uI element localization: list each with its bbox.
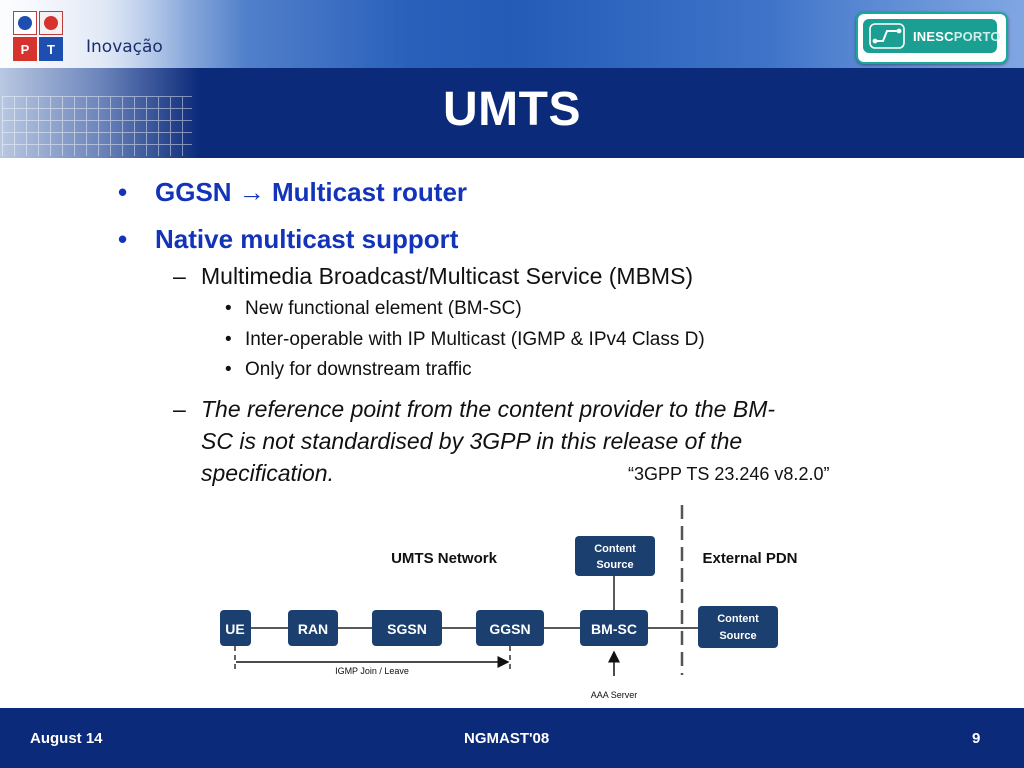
node-bm-sc: BM-SC [580,610,648,646]
node-content-source-top: Content Source [575,536,655,576]
umts-network-label: UMTS Network [391,550,498,567]
bullet-marker: • [225,359,232,380]
node-ue: UE [220,610,251,646]
node-sgsn: SGSN [372,610,442,646]
sub-bullet-mbms: Multimedia Broadcast/Multicast Service (… [201,263,694,289]
pt-logo-letter-t: T [39,37,63,61]
quote-source: “3GPP TS 23.246 v8.2.0” [628,464,830,484]
slide-title: UMTS [443,83,581,136]
svg-text:Source: Source [596,559,633,571]
bullet-marker: • [225,329,232,350]
svg-text:Content: Content [717,613,759,625]
bullet-marker: • [118,224,128,254]
quote-line: The reference point from the content pro… [201,396,776,422]
bullet-marker: • [225,298,232,319]
svg-text:RAN: RAN [298,621,328,637]
pt-logo-blue-dot [13,11,37,35]
svg-text:SGSN: SGSN [387,621,427,637]
title-band [0,68,1024,158]
dash-marker: – [173,263,186,289]
bullet-marker: • [118,177,128,207]
header-top-gradient [0,0,1024,70]
pt-logo-red-dot [39,11,63,35]
footer-date: August 14 [30,730,103,747]
node-content-source-right: Content Source [698,606,778,648]
svg-text:GGSN: GGSN [489,621,530,637]
inesc-porto-wordmark: INESCPORTO® [913,29,1007,44]
circuit-icon [869,23,905,49]
pt-logo-letter-p: P [13,37,37,61]
sub-sub-bullet: New functional element (BM-SC) [245,298,522,319]
slide-header: P T Inovação INESCPORTO® UMTS [0,0,1024,158]
svg-text:Source: Source [719,630,756,642]
sub-sub-bullet: Only for downstream traffic [245,359,472,380]
footer-page-number: 9 [972,730,981,747]
node-ggsn: GGSN [476,610,544,646]
bullet-ggsn: GGSN → Multicast router [155,177,468,207]
mbms-architecture-diagram: UMTS Network External PDN UE RAN SGSN GG… [220,505,798,700]
svg-text:BM-SC: BM-SC [591,621,637,637]
slide-footer: August 14 NGMAST'08 9 [0,708,1024,768]
dash-marker: – [173,396,186,422]
quote-line: SC is not standardised by 3GPP in this r… [201,428,743,454]
svg-text:Content: Content [594,543,636,555]
igmp-label: IGMP Join / Leave [335,666,409,676]
external-pdn-label: External PDN [702,550,797,567]
bullet-native-multicast: Native multicast support [155,224,459,254]
brand-text: Inovação [86,37,163,57]
inesc-porto-logo: INESCPORTO® [856,12,1008,64]
grid-decoration [2,96,192,156]
svg-text:UE: UE [225,621,244,637]
sub-sub-bullet: Inter-operable with IP Multicast (IGMP &… [245,329,705,350]
node-ran: RAN [288,610,338,646]
footer-event: NGMAST'08 [464,730,550,747]
quote-line: specification. [201,460,334,486]
pt-logo: P T [13,11,63,61]
aaa-server-label: AAA Server [591,690,638,700]
